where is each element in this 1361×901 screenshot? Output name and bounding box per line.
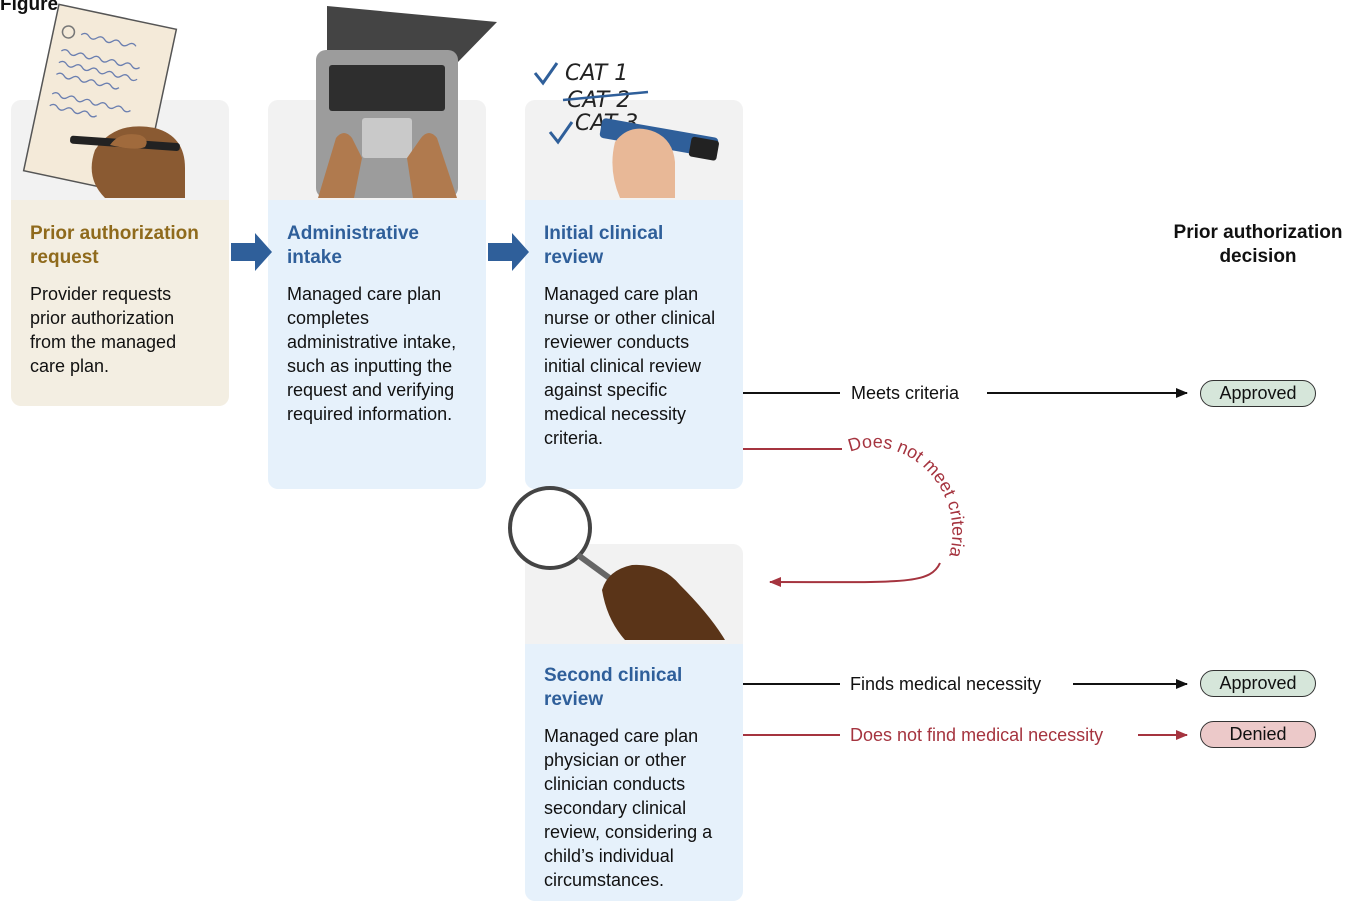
- flow-arrow: [231, 233, 272, 271]
- meets-criteria-label: Meets criteria: [851, 383, 960, 403]
- step-title: Second clinical review: [544, 665, 683, 710]
- cat-label: CAT 1: [565, 61, 628, 86]
- approved-badge: Approved: [1200, 380, 1316, 407]
- return-arrow: [769, 562, 941, 588]
- flow-arrow: [488, 233, 529, 271]
- laptop-typing-illustration: [316, 6, 497, 198]
- step-title: Prior authorization request: [30, 223, 199, 268]
- not-find-necessity-label: Does not find medical necessity: [850, 725, 1104, 745]
- cat-label: CAT 2: [567, 88, 630, 113]
- step-description: Managed care plan nurse or other clinica…: [544, 284, 716, 448]
- step-description: Managed care plan physician or other cli…: [544, 726, 713, 890]
- step-description: Managed care plan completes administrati…: [287, 284, 457, 424]
- paper-writing-illustration: [22, 3, 185, 198]
- figure-header-fragment: Figure: [0, 0, 59, 15]
- step-description: Provider requests prior authorization fr…: [30, 284, 177, 376]
- magnifier-illustration: [508, 486, 725, 640]
- finds-necessity-label: Finds medical necessity: [850, 674, 1042, 694]
- denied-badge: Denied: [1200, 721, 1316, 748]
- approved-badge: Approved: [1200, 670, 1316, 697]
- step-title: Initial clinical review: [544, 223, 664, 268]
- checklist-marker-illustration: CAT 1 CAT 2 CAT 3: [533, 61, 719, 198]
- decision-heading: Prior authorization decision: [1173, 222, 1343, 267]
- not-meet-label: Does not meet criteria: [846, 431, 969, 560]
- step-title: Administrative intake: [287, 223, 419, 268]
